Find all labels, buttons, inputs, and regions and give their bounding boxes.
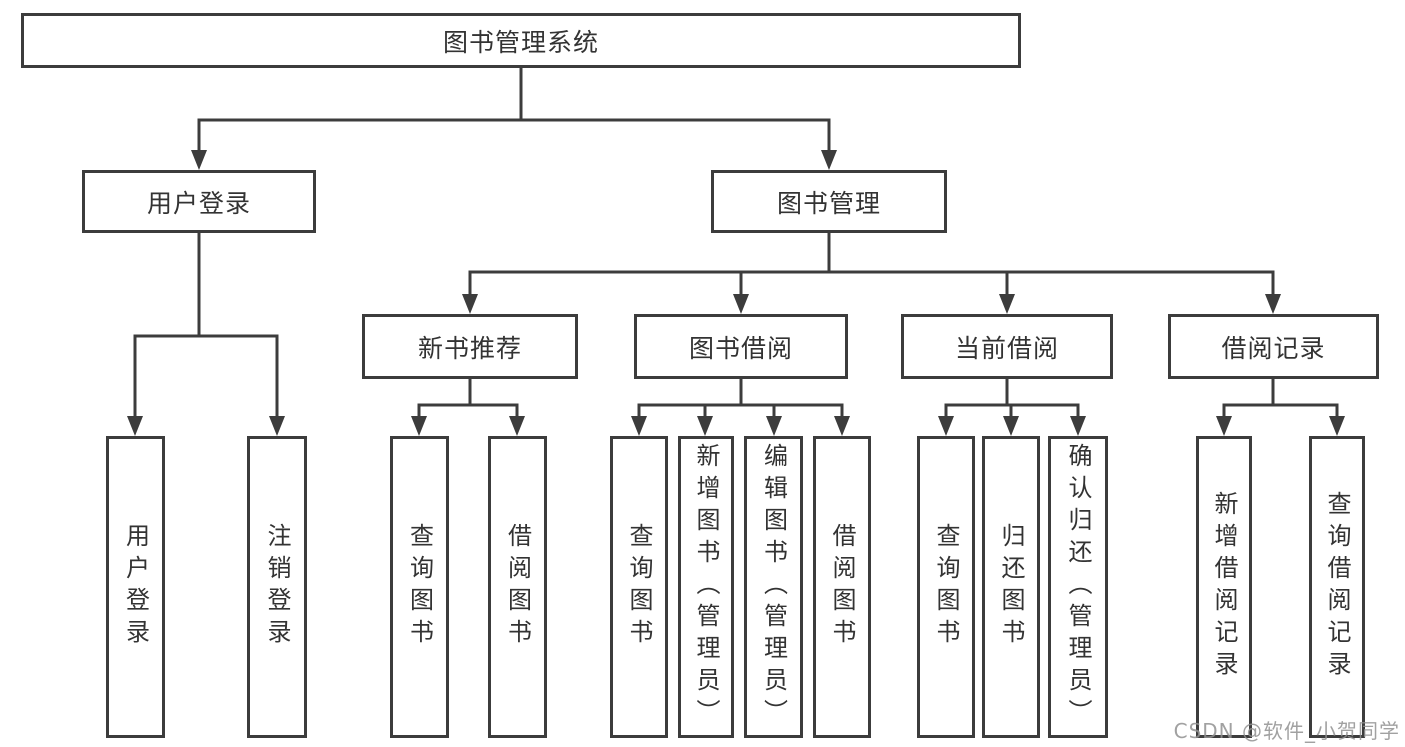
leaf-label: 新增借阅记录: [1210, 491, 1238, 683]
leaf-current-confirm-return-admin: 确认归还（管理员）: [1048, 436, 1108, 738]
leaf-label: 新增图书（管理员）: [692, 443, 720, 731]
node-borrowing-records: 借阅记录: [1168, 314, 1379, 379]
leaf-logout: 注销登录: [247, 436, 307, 738]
leaf-recommend-borrow-books: 借阅图书: [488, 436, 547, 738]
arrow-down-icon: [733, 294, 749, 314]
arrow-down-icon: [1265, 294, 1281, 314]
leaf-label: 查询图书: [932, 523, 960, 651]
node-library-system: 图书管理系统: [21, 13, 1021, 68]
node-book-management: 图书管理: [711, 170, 947, 233]
arrow-down-icon: [1329, 416, 1345, 436]
leaf-current-query-books: 查询图书: [917, 436, 975, 738]
leaf-label: 借阅图书: [503, 523, 532, 651]
arrow-down-icon: [938, 416, 954, 436]
node-user-login: 用户登录: [82, 170, 316, 233]
leaf-borrowing-query-books: 查询图书: [610, 436, 668, 738]
arrow-down-icon: [1216, 416, 1232, 436]
node-current-borrowing: 当前借阅: [901, 314, 1113, 379]
arrow-down-icon: [821, 150, 837, 170]
arrow-down-icon: [127, 416, 143, 436]
leaf-label: 注销登录: [263, 523, 291, 651]
node-book-borrowing: 图书借阅: [634, 314, 848, 379]
leaf-current-return-books: 归还图书: [982, 436, 1040, 738]
arrowheads: [127, 150, 1345, 436]
arrow-down-icon: [1003, 416, 1019, 436]
arrow-down-icon: [411, 416, 427, 436]
arrow-down-icon: [191, 150, 207, 170]
node-new-book-recommendation: 新书推荐: [362, 314, 578, 379]
leaf-user-login: 用户登录: [106, 436, 165, 738]
leaf-records-add-borrow-record: 新增借阅记录: [1196, 436, 1252, 738]
leaf-label: 借阅图书: [828, 523, 856, 651]
leaf-recommend-query-books: 查询图书: [390, 436, 449, 738]
leaf-borrowing-add-books-admin: 新增图书（管理员）: [678, 436, 734, 738]
arrow-down-icon: [999, 294, 1015, 314]
arrow-down-icon: [834, 416, 850, 436]
leaf-borrowing-edit-books-admin: 编辑图书（管理员）: [744, 436, 803, 738]
arrow-down-icon: [631, 416, 647, 436]
arrow-down-icon: [462, 294, 478, 314]
leaf-label: 查询图书: [625, 523, 653, 651]
leaf-label: 编辑图书（管理员）: [759, 443, 788, 731]
leaf-records-query-borrow-record: 查询借阅记录: [1309, 436, 1365, 738]
arrow-down-icon: [1070, 416, 1086, 436]
csdn-watermark: CSDN @软件_小贺同学: [1173, 719, 1400, 743]
leaf-label: 确认归还（管理员）: [1064, 443, 1092, 731]
arrow-down-icon: [509, 416, 525, 436]
leaf-borrowing-borrow-books: 借阅图书: [813, 436, 871, 738]
arrow-down-icon: [269, 416, 285, 436]
leaf-label: 归还图书: [997, 523, 1025, 651]
arrow-down-icon: [697, 416, 713, 436]
arrow-down-icon: [766, 416, 782, 436]
leaf-label: 用户登录: [121, 523, 150, 651]
leaf-label: 查询图书: [405, 523, 434, 651]
leaf-label: 查询借阅记录: [1323, 491, 1351, 683]
